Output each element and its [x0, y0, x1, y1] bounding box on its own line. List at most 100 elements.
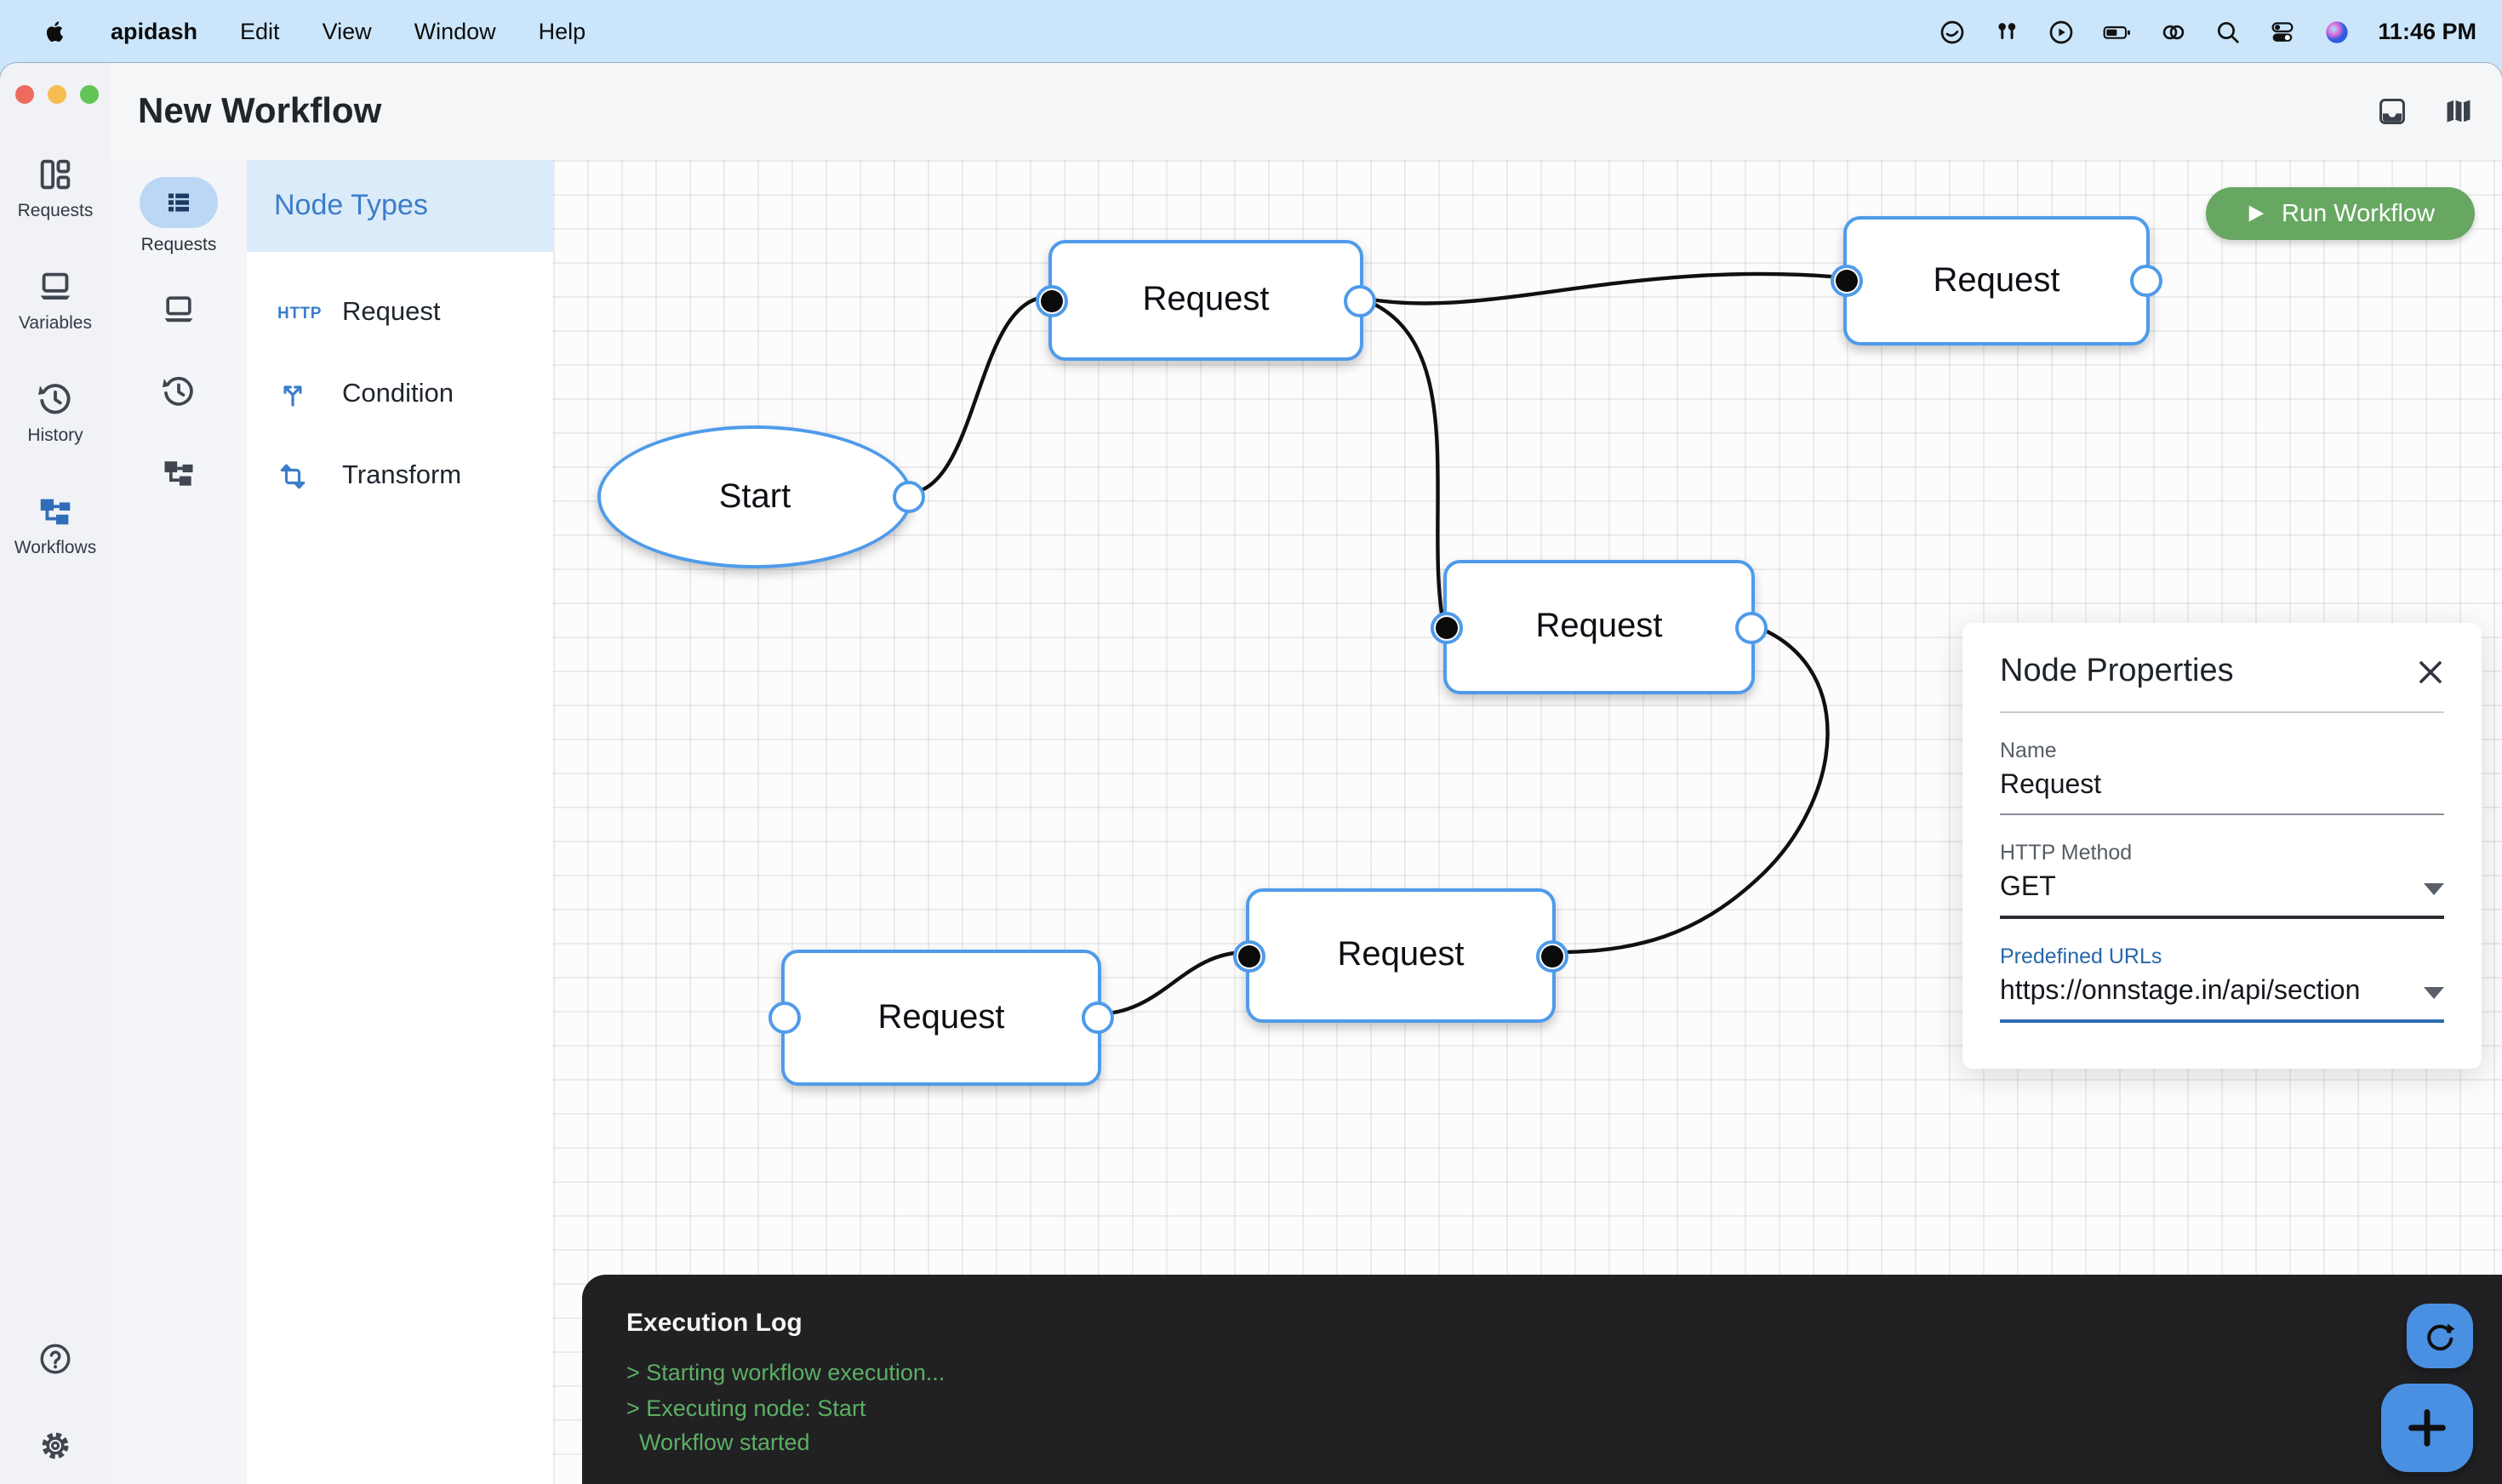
sidebar-item-workflows[interactable]: Workflows	[14, 468, 96, 580]
play-icon	[2246, 204, 2265, 223]
node-types-header: Node Types	[247, 160, 553, 252]
node-request-4[interactable]: Request	[768, 950, 1114, 1086]
port-left-connected[interactable]	[1233, 939, 1265, 972]
laptop-icon	[36, 266, 75, 305]
menubar-app-name[interactable]: apidash	[111, 19, 198, 44]
titlebar-icons	[2376, 95, 2502, 128]
add-node-button[interactable]	[2381, 1384, 2473, 1472]
page-title: New Workflow	[138, 91, 382, 130]
menubar-menu-help[interactable]: Help	[538, 19, 586, 44]
predefined-urls-select[interactable]: https://onnstage.in/api/section	[2000, 977, 2444, 1023]
creative-cloud-icon[interactable]	[1938, 18, 1965, 45]
battery-icon[interactable]	[2101, 18, 2133, 45]
port-left[interactable]	[768, 1002, 801, 1034]
port-left-connected[interactable]	[1431, 611, 1463, 643]
port-right[interactable]	[1344, 284, 1376, 317]
node-label: Start	[718, 477, 791, 515]
menubar-status-icons	[1938, 18, 2351, 45]
rail-items	[160, 255, 197, 500]
rail-item-requests[interactable]	[140, 177, 218, 228]
macos-menubar: apidash Edit View Window Help 11:46 PM	[0, 0, 2502, 63]
port-right-connected[interactable]	[1536, 939, 1568, 972]
http-method-field: HTTP Method GET	[2000, 841, 2444, 919]
node-start[interactable]: Start	[597, 425, 925, 568]
help-icon[interactable]	[37, 1341, 73, 1377]
apple-icon[interactable]	[43, 19, 68, 44]
node-type-label: Request	[342, 298, 441, 327]
node-type-condition[interactable]: Condition	[247, 354, 553, 436]
node-request-1[interactable]: Request	[1036, 240, 1376, 361]
name-input[interactable]: Request	[2000, 771, 2102, 800]
traffic-lights	[15, 85, 99, 104]
node-label: Request	[1142, 281, 1270, 318]
name-field: Name Request	[2000, 739, 2444, 815]
run-workflow-button[interactable]: Run Workflow	[2206, 187, 2475, 240]
chevron-down-icon	[2424, 986, 2444, 998]
sidebar-footer	[37, 1341, 73, 1484]
log-line: Workflow started	[626, 1430, 810, 1455]
refresh-button[interactable]	[2407, 1304, 2473, 1368]
menubar-left: apidash Edit View Window Help	[0, 19, 586, 44]
airpods-icon[interactable]	[1992, 18, 2019, 45]
node-request-2[interactable]: Request	[1831, 216, 2162, 345]
properties-title: Node Properties	[2000, 654, 2234, 689]
map-icon[interactable]	[2442, 95, 2475, 128]
menubar-menu-edit[interactable]: Edit	[240, 19, 280, 44]
node-label: Request	[1535, 608, 1663, 645]
predefined-urls-label: Predefined URLs	[2000, 945, 2162, 968]
rail-item-label: Requests	[140, 235, 217, 255]
port-right[interactable]	[1735, 611, 1768, 643]
name-label: Name	[2000, 739, 2057, 762]
sidebar-item-requests[interactable]: Requests	[17, 131, 94, 243]
close-window-button[interactable]	[15, 85, 34, 104]
node-type-label: Condition	[342, 380, 454, 408]
port-left-connected[interactable]	[1036, 284, 1068, 317]
control-center-icon[interactable]	[2269, 18, 2296, 45]
predefined-urls-value: https://onnstage.in/api/section	[2000, 977, 2361, 1006]
gear-icon[interactable]	[37, 1428, 73, 1464]
run-workflow-label: Run Workflow	[2282, 200, 2435, 227]
sidebar-item-label: Variables	[18, 312, 92, 333]
port-right[interactable]	[2130, 265, 2162, 297]
minimize-window-button[interactable]	[48, 85, 66, 104]
menubar-menus: Edit View Window Help	[240, 19, 586, 44]
rail-item-tree[interactable]	[160, 454, 197, 500]
port-left-connected[interactable]	[1831, 265, 1863, 297]
node-label: Request	[1337, 936, 1465, 973]
rail-item-laptop[interactable]	[160, 291, 197, 337]
sidebar-item-variables[interactable]: Variables	[19, 243, 92, 356]
node-properties-panel: Node Properties Name Request HTTP Method…	[1962, 623, 2482, 1069]
node-label: Request	[877, 998, 1005, 1036]
http-method-select[interactable]: GET	[2000, 873, 2444, 919]
search-icon[interactable]	[2214, 18, 2242, 45]
close-icon[interactable]	[2417, 659, 2444, 686]
menubar-menu-window[interactable]: Window	[414, 19, 496, 44]
http-method-label: HTTP Method	[2000, 841, 2133, 865]
port-right[interactable]	[1082, 1002, 1114, 1034]
sidebar-item-history[interactable]: History	[27, 356, 83, 468]
zoom-window-button[interactable]	[80, 85, 99, 104]
log-line: > Starting workflow execution...	[626, 1360, 945, 1385]
menubar-menu-view[interactable]: View	[322, 19, 372, 44]
link-icon[interactable]	[2160, 18, 2187, 45]
siri-icon[interactable]	[2323, 18, 2351, 45]
menubar-clock[interactable]: 11:46 PM	[2378, 19, 2476, 44]
node-type-transform[interactable]: Transform	[247, 436, 553, 517]
menubar-status-area: 11:46 PM	[1938, 18, 2502, 45]
node-request-3[interactable]: Request	[1431, 560, 1768, 694]
dashboard-icon	[36, 154, 75, 193]
tree-icon	[36, 491, 75, 530]
rail-item-history[interactable]	[160, 373, 197, 419]
sidebar-item-label: Requests	[17, 200, 94, 220]
node-request-5[interactable]: Request	[1233, 888, 1568, 1023]
port-right[interactable]	[893, 481, 925, 513]
bottom-panel-icon[interactable]	[2376, 95, 2408, 128]
predefined-urls-field: Predefined URLs https://onnstage.in/api/…	[2000, 945, 2444, 1023]
play-circle-icon[interactable]	[2047, 18, 2074, 45]
execution-log-panel: Execution Log > Starting workflow execut…	[582, 1275, 2502, 1484]
